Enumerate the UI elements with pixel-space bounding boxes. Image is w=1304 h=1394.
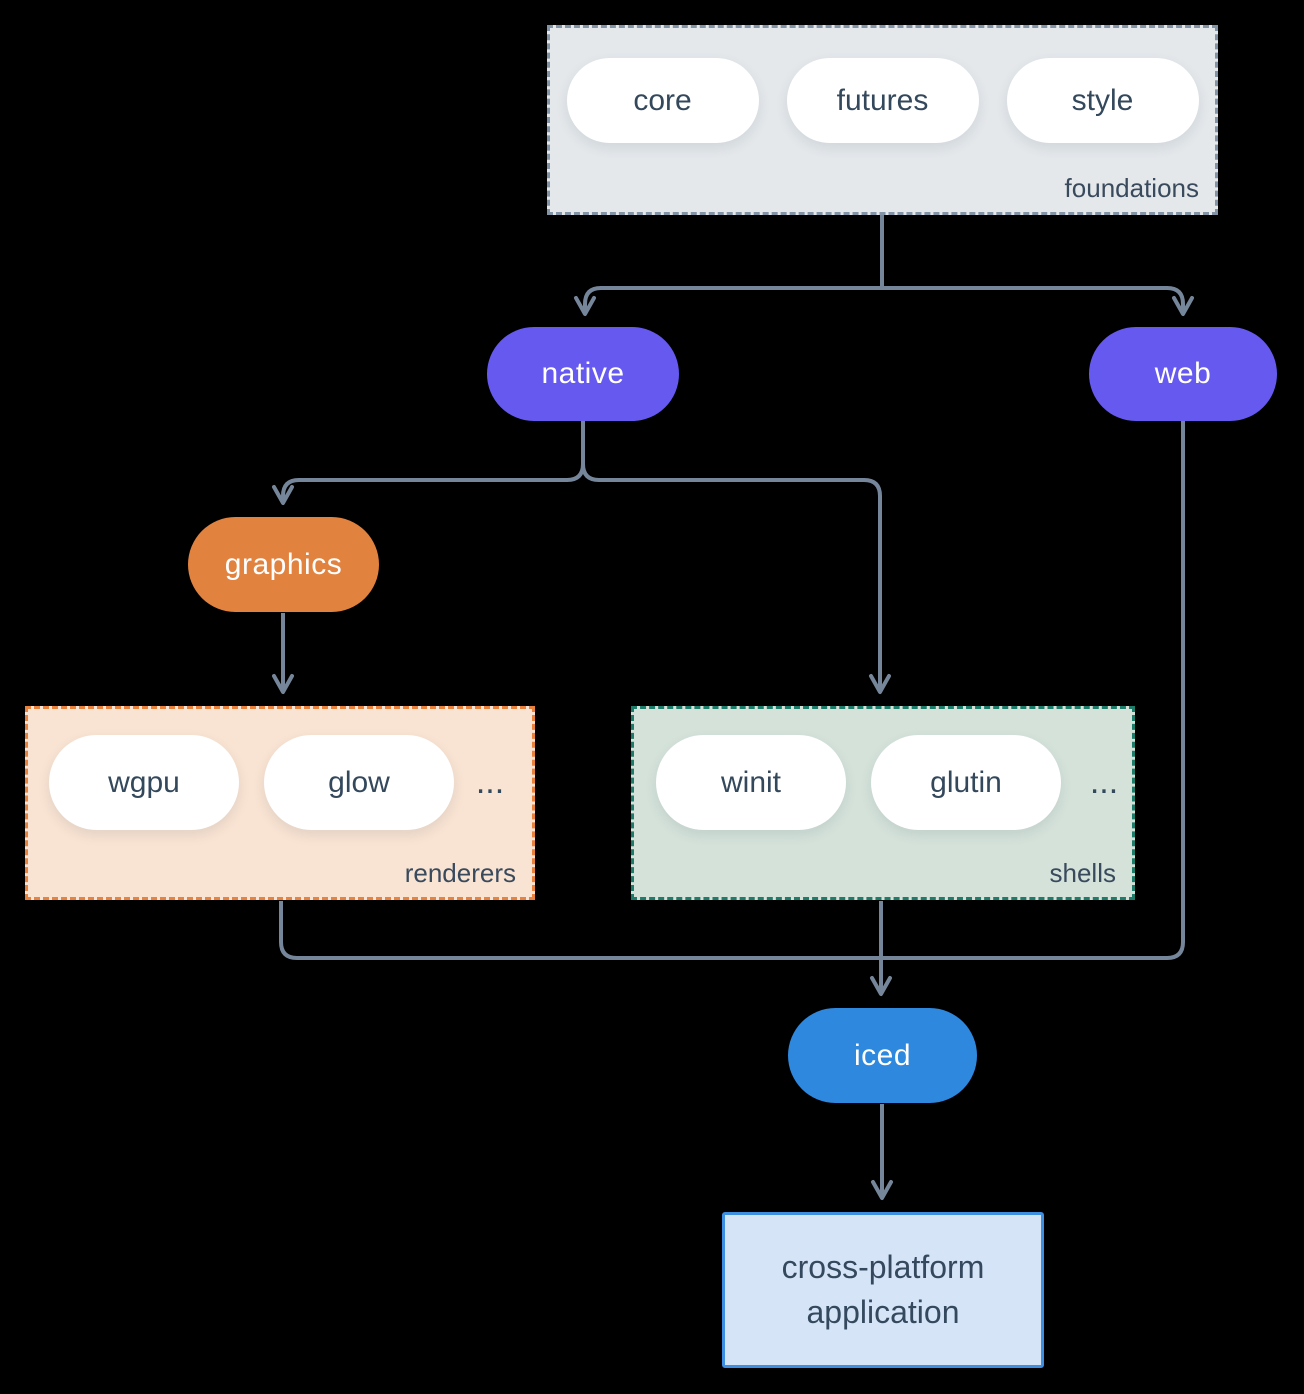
node-native: native [487,327,679,421]
crate-futures: futures [786,58,979,143]
renderers-group: wgpu glow ... renderers [25,706,535,900]
shells-group: winit glutin ... shells [631,706,1135,900]
shells-ellipsis: ... [1089,763,1119,801]
edge-native-shells [581,420,891,694]
renderers-ellipsis: ... [475,763,505,801]
node-iced: iced [788,1008,977,1103]
edge-web-merge [881,420,1185,960]
crate-glow: glow [264,735,454,830]
crate-style: style [1006,58,1199,143]
crate-core: core [566,58,759,143]
application-label-line2: application [806,1294,960,1330]
edge-foundations-native [574,286,882,316]
renderers-group-label: renderers [404,858,516,888]
crate-glutin: glutin [871,735,1061,830]
shells-group-label: shells [1049,858,1116,888]
crate-winit: winit [656,735,846,830]
edge-renderers-merge [279,901,881,960]
application-box: cross-platform application [722,1212,1044,1368]
foundations-pill-row: core futures style [550,58,1215,143]
foundations-group-label: foundations [1064,173,1199,203]
edge-foundations-web [882,286,1194,316]
application-label-line1: cross-platform [781,1249,985,1285]
foundations-group: core futures style foundations [547,25,1218,215]
node-web: web [1089,327,1277,421]
edge-native-graphics [272,420,585,505]
crate-wgpu: wgpu [49,735,239,830]
node-graphics: graphics [188,517,379,612]
